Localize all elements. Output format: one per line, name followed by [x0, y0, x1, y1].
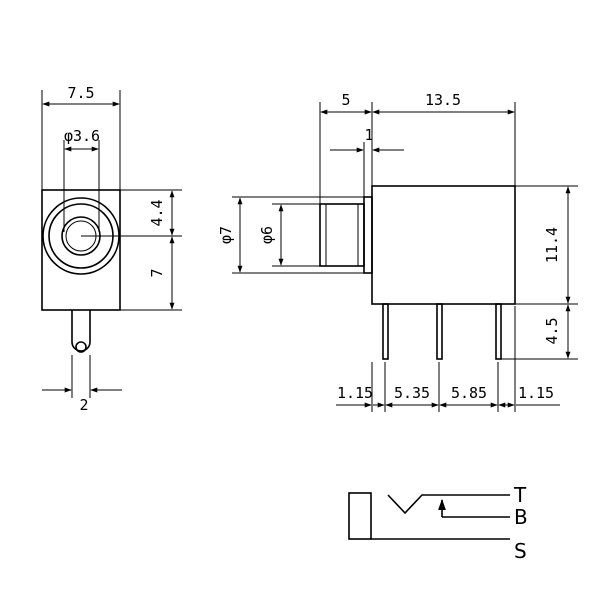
front-pin-outline: [71, 310, 91, 352]
pin-width-label: 2: [79, 396, 88, 414]
tip-contact-line: [387, 494, 510, 515]
front-pin-hole: [75, 341, 87, 353]
pitch-label-3: 5.85: [451, 384, 487, 402]
pin-length-label: 4.5: [543, 317, 561, 344]
outer-dia-label: φ7: [217, 226, 235, 244]
body-length-label: 13.5: [425, 91, 461, 109]
front-height-label: 7: [148, 268, 166, 277]
sleeve-block: [348, 492, 372, 540]
body-height-label: 11.4: [543, 227, 561, 263]
front-body-outline: [41, 189, 121, 311]
schematic-symbol: T B S: [348, 483, 528, 563]
flange-outline: [363, 196, 373, 274]
barrel-outline: [319, 203, 365, 267]
terminal-b-label: B: [514, 505, 528, 529]
hole-dia-label: φ3.6: [64, 127, 100, 145]
pitch-label-2: 5.35: [394, 384, 430, 402]
terminal-s-label: S: [514, 539, 527, 563]
pitch-label-4: 1.15: [518, 384, 554, 402]
pitch-label-1: 1.15: [337, 384, 373, 402]
side-body-outline: [371, 185, 516, 305]
terminal-t-label: T: [513, 483, 527, 507]
flange-label: 1: [364, 126, 373, 144]
side-view: 5 13.5 1 φ7 φ6 11.4 4.5: [217, 91, 578, 412]
hole-offset-label: 4.4: [148, 199, 166, 226]
inner-dia-label: φ6: [258, 226, 276, 244]
side-pin-1: [382, 303, 389, 360]
side-pin-2: [436, 303, 443, 360]
side-pin-3: [495, 303, 502, 360]
barrel-length-label: 5: [341, 91, 350, 109]
front-view: 7.5 φ3.6 4.4 7 2: [41, 84, 182, 414]
front-width-label: 7.5: [67, 84, 94, 102]
